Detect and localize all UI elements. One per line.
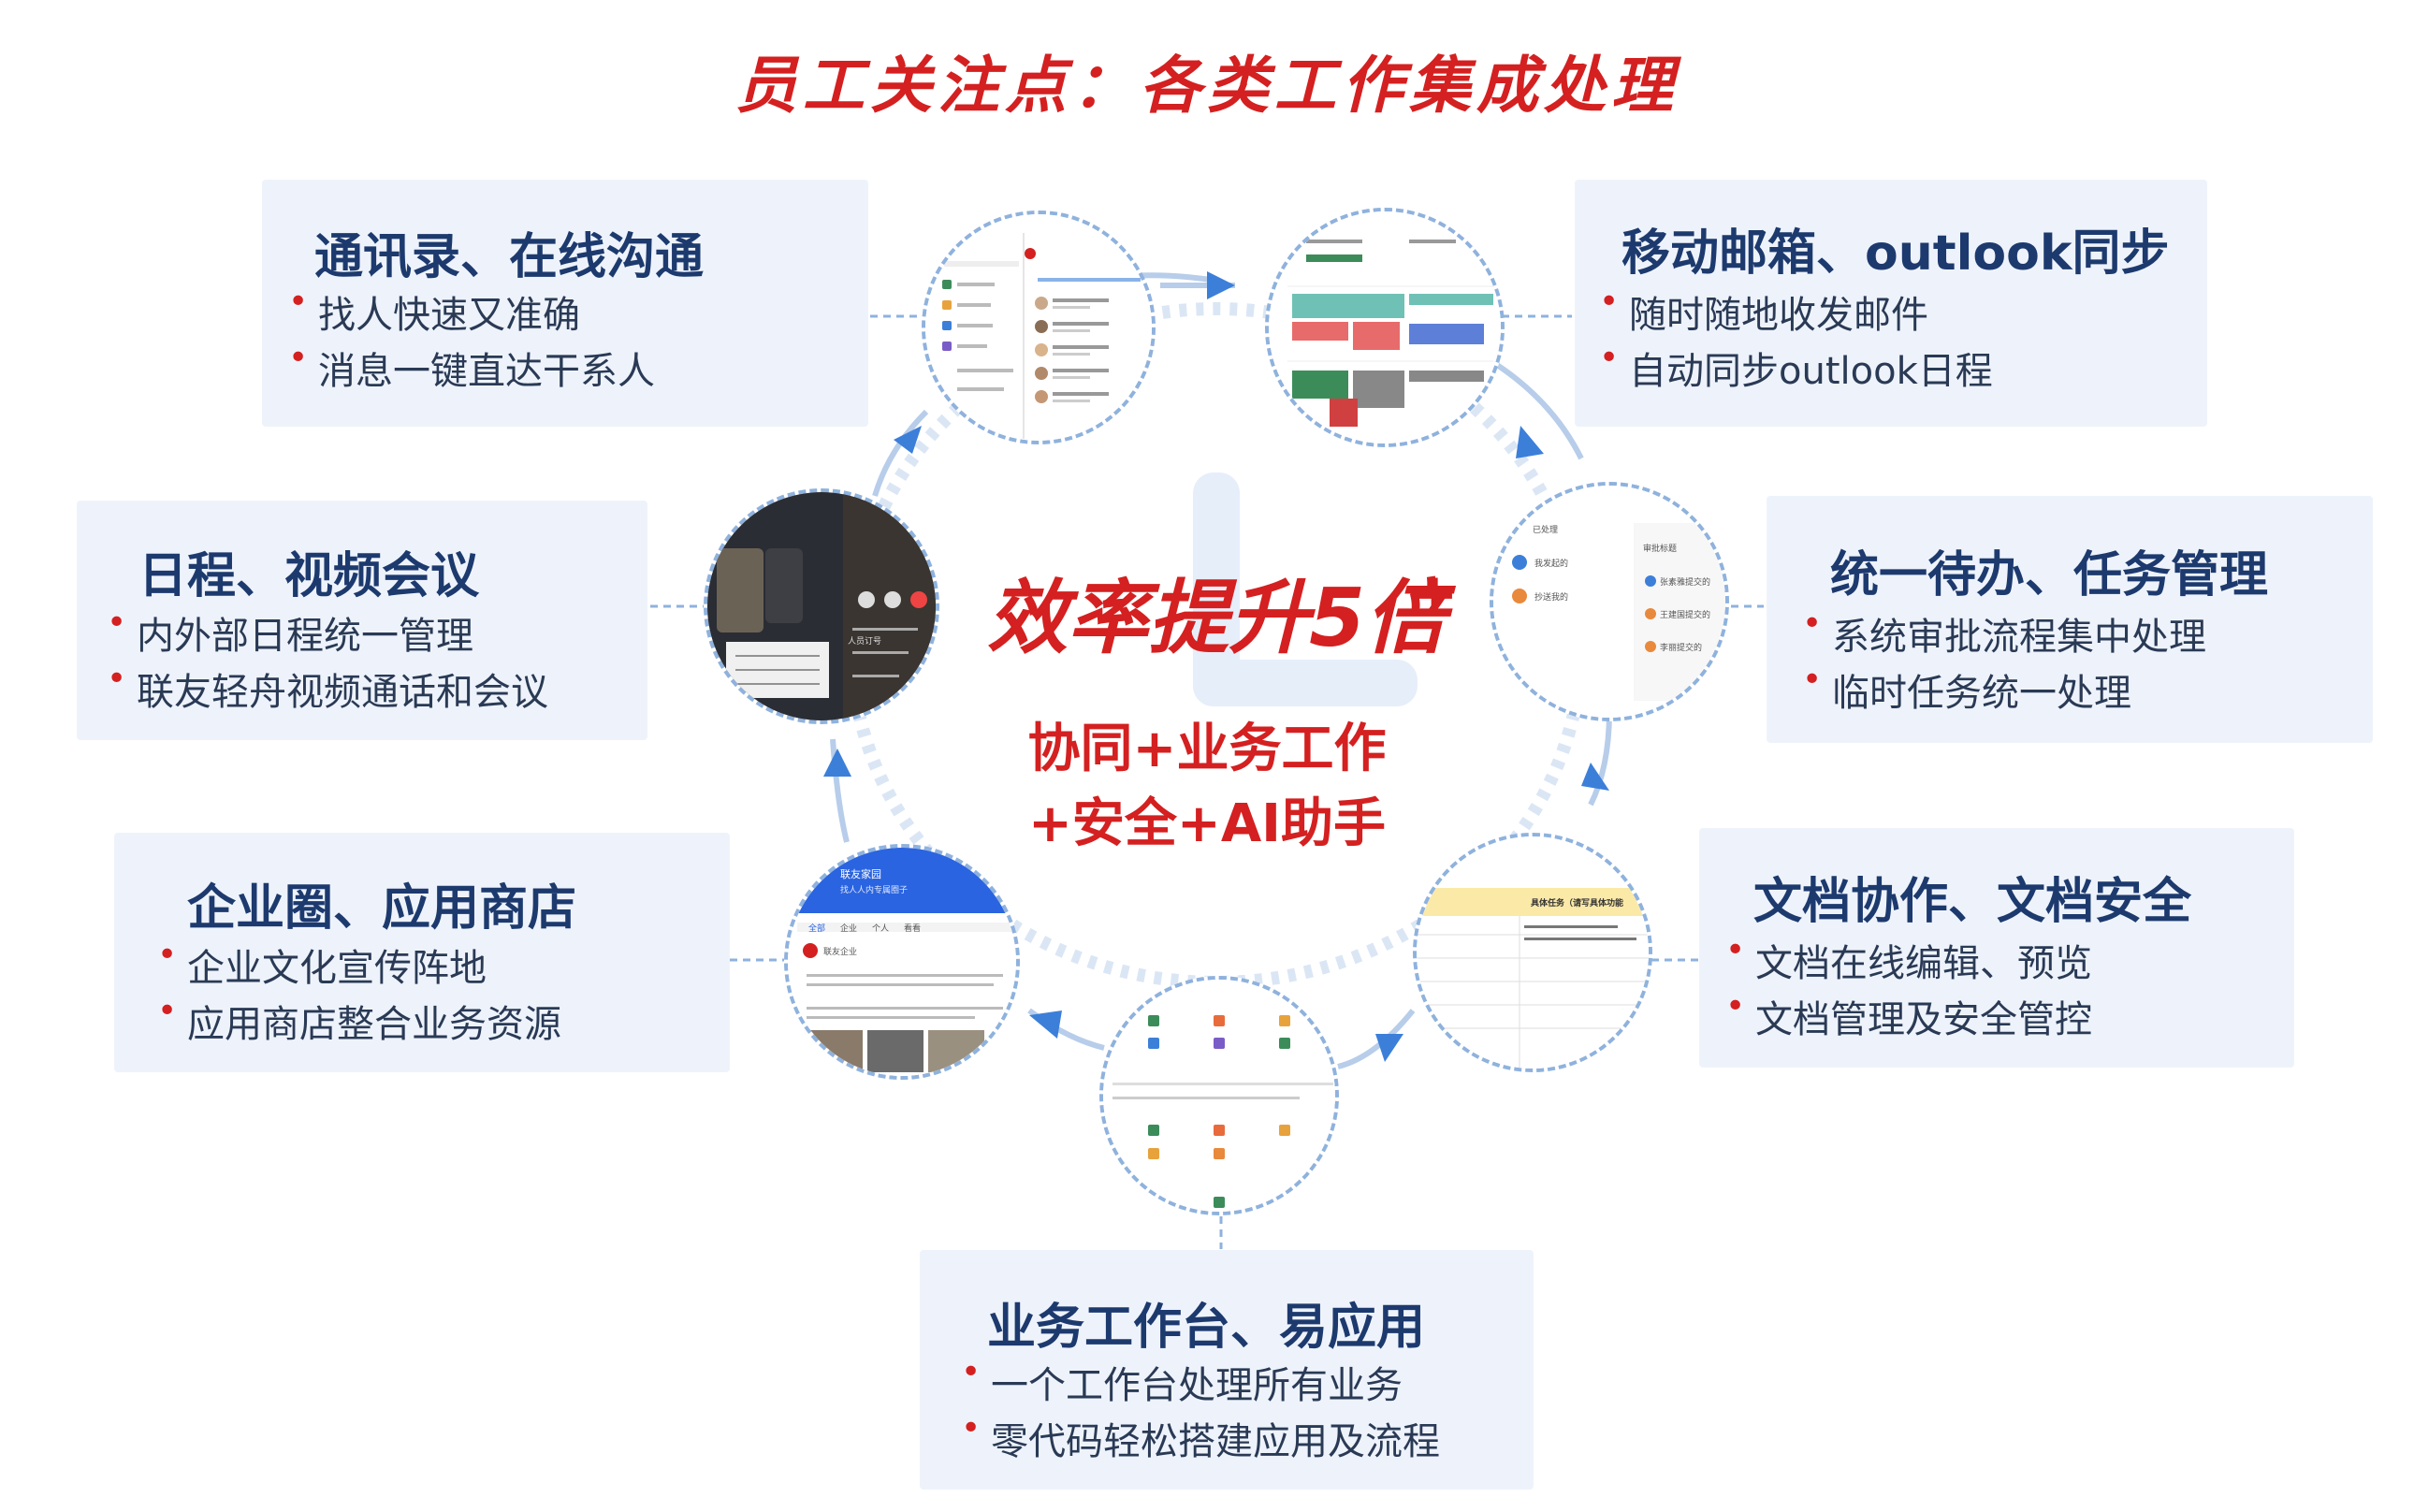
community-tab[interactable]: 看看 (904, 924, 922, 934)
todo-tab[interactable]: 已处理 (1533, 526, 1559, 535)
thumbnail-workbench (1099, 976, 1339, 1215)
todo-screenshot (1493, 486, 1725, 718)
thumbnail-mail (1265, 208, 1505, 447)
arrow-icon (1581, 763, 1609, 791)
card-item: 文档管理及安全管控 (1725, 987, 2092, 1043)
card-title: 通讯录、在线沟通 (314, 229, 705, 285)
card-item: 自动同步outlook日程 (1599, 339, 1993, 395)
arrow-icon (1207, 271, 1235, 299)
todo-panel-item[interactable]: 王建国提交的 (1660, 611, 1711, 620)
card-title: 文档协作、文档安全 (1753, 874, 2192, 930)
community-sub: 找人人内专属圈子 (840, 886, 909, 895)
community-poster: 联友企业 (823, 948, 858, 957)
headline-plus: + (1411, 561, 1459, 627)
arrow-icon (894, 426, 922, 454)
card-item: 一个工作台处理所有业务 (961, 1353, 1403, 1409)
thumbnail-todo: 已处理 我发起的 抄送我的 审批标题 张素雅提交的 王建国提交的 李丽提交的 (1490, 482, 1729, 721)
card-circle: 企业圈、应用商店 企业文化宣传阵地 应用商店整合业务资源 (114, 833, 730, 1072)
todo-panel-title: 审批标题 (1643, 545, 1678, 554)
card-item: 找人快速又准确 (288, 283, 580, 339)
docs-header: 具体任务（请写具体功能 (1531, 899, 1624, 909)
headline: 效率提升5倍 (987, 572, 1446, 665)
card-contacts: 通讯录、在线沟通 找人快速又准确 消息一键直达干系人 (262, 180, 868, 427)
card-mail: 移动邮箱、outlook同步 随时随地收发邮件 自动同步outlook日程 (1575, 180, 2207, 427)
card-item: 零代码轻松搭建应用及流程 (961, 1409, 1440, 1465)
todo-item[interactable]: 我发起的 (1534, 560, 1569, 569)
contacts-screenshot (925, 214, 1152, 441)
card-item: 系统审批流程集中处理 (1802, 604, 2206, 661)
card-item: 应用商店整合业务资源 (157, 992, 561, 1048)
card-todo: 统一待办、任务管理 系统审批流程集中处理 临时任务统一处理 (1767, 496, 2373, 743)
community-tab[interactable]: 企业 (840, 924, 858, 934)
center-line-2: +安全+AI助手 (1027, 793, 1387, 854)
thumbnail-contacts (922, 211, 1156, 444)
docs-screenshot (1417, 836, 1649, 1069)
calendar-screenshot (1269, 211, 1501, 443)
card-title: 移动邮箱、outlook同步 (1621, 225, 2170, 282)
center-line-1: 协同+业务工作 (1027, 719, 1387, 779)
card-item: 文档在线编辑、预览 (1725, 931, 2092, 987)
todo-panel-item[interactable]: 李丽提交的 (1660, 644, 1703, 653)
card-item: 企业文化宣传阵地 (157, 936, 487, 992)
arrow-icon (823, 749, 851, 777)
card-item: 联友轻舟视频通话和会议 (107, 660, 548, 716)
card-item: 消息一键直达干系人 (288, 339, 655, 395)
thumbnail-community: 联友家园 找人人内专属圈子 全部 企业 个人 看看 联友企业 (784, 844, 1020, 1080)
card-title: 统一待办、任务管理 (1830, 547, 2269, 603)
card-title: 业务工作台、易应用 (987, 1300, 1426, 1356)
card-title: 企业圈、应用商店 (187, 880, 577, 937)
card-item: 临时任务统一处理 (1802, 661, 2131, 717)
arrow-icon (1516, 426, 1544, 458)
video-screenshot (707, 492, 936, 720)
arrow-icon (1029, 1010, 1062, 1039)
card-item: 内外部日程统一管理 (107, 603, 473, 660)
community-tab[interactable]: 个人 (872, 924, 890, 934)
workbench-screenshot (1103, 980, 1335, 1212)
card-schedule: 日程、视频会议 内外部日程统一管理 联友轻舟视频通话和会议 (77, 501, 647, 740)
arrow-icon (1375, 1034, 1403, 1062)
page-title: 员工关注点：各类工作集成处理 (735, 50, 1679, 122)
card-title: 日程、视频会议 (138, 548, 480, 604)
community-tab[interactable]: 全部 (808, 924, 826, 934)
caller-label: 人员订号 (848, 637, 882, 647)
todo-panel-item[interactable]: 张素雅提交的 (1660, 578, 1711, 588)
thumbnail-docs: 具体任务（请写具体功能 (1413, 833, 1652, 1072)
todo-item[interactable]: 抄送我的 (1534, 593, 1569, 603)
card-docs: 文档协作、文档安全 文档在线编辑、预览 文档管理及安全管控 (1699, 828, 2294, 1068)
community-screenshot (788, 848, 1016, 1076)
thumbnail-video: 人员订号 (704, 488, 939, 724)
community-header: 联友家园 (840, 868, 881, 880)
card-workbench: 业务工作台、易应用 一个工作台处理所有业务 零代码轻松搭建应用及流程 (920, 1250, 1534, 1490)
card-item: 随时随地收发邮件 (1599, 283, 1928, 339)
